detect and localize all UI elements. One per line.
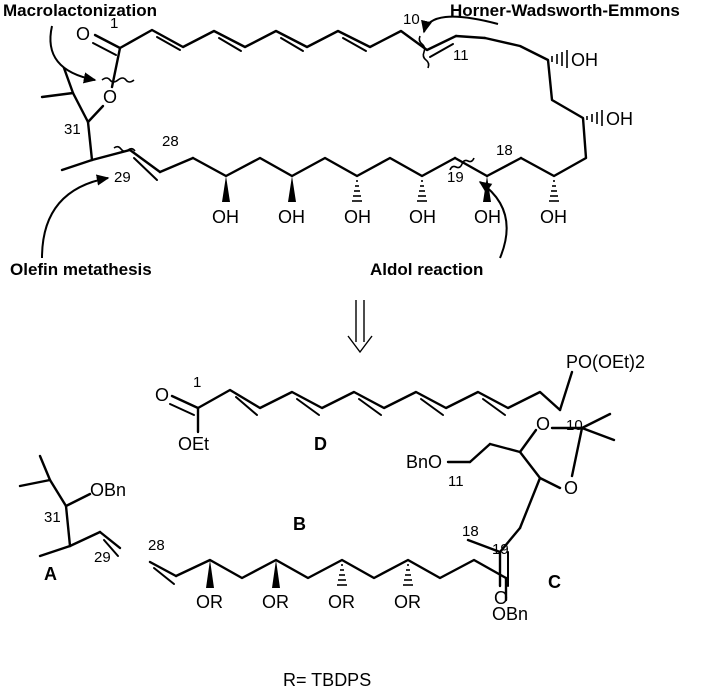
label-olefin-metathesis: Olefin metathesis — [10, 260, 152, 279]
fragment-d-label: D — [314, 434, 327, 454]
locant-c10: 10 — [403, 11, 420, 28]
b-or-c23: OR — [328, 592, 355, 612]
label-macrolactonization: Macrolactonization — [3, 1, 157, 20]
oh-c13: OH — [571, 50, 598, 70]
polyene-double-bonds — [156, 36, 454, 58]
locant-c19: 19 — [447, 169, 464, 186]
c-ring-oxygen-2: O — [564, 478, 578, 498]
isopropyl-group — [40, 91, 90, 124]
macrocycle-structure: O O — [40, 11, 633, 227]
b-locant-c19: 19 — [492, 541, 509, 558]
b-benzyloxy: OBn — [492, 604, 528, 624]
fragment-b-label: B — [293, 514, 306, 534]
carbonyl-bond — [93, 33, 122, 50]
label-hwe: Horner-Wadsworth-Emmons — [450, 1, 680, 20]
d-carbonyl-oxygen: O — [155, 385, 169, 405]
fragment-d: O OEt PO(OEt)2 1 10 D — [155, 352, 645, 454]
arrow-hwe — [421, 15, 499, 34]
c-locant-c11: 11 — [448, 473, 464, 490]
ester-oxygen: O — [103, 87, 117, 107]
c-benzyloxy: BnO — [406, 452, 442, 472]
fragment-a: OBn 31 29 A — [18, 454, 126, 584]
locant-c1: 1 — [110, 15, 118, 32]
d-phosphonate: PO(OEt)2 — [566, 352, 645, 372]
protecting-group-note: R= TBDPS — [283, 670, 371, 690]
oh-c17: OH — [540, 207, 567, 227]
reaction-annotations: Macrolactonization Horner-Wadsworth-Emmo… — [3, 1, 680, 279]
locant-c18: 18 — [496, 142, 513, 159]
b-or-c25: OR — [262, 592, 289, 612]
oh-c27: OH — [212, 207, 239, 227]
a-locant-c31: 31 — [44, 509, 61, 526]
locant-c29: 29 — [114, 169, 131, 186]
oh-c25: OH — [278, 207, 305, 227]
arrow-macrolactonization — [49, 25, 97, 84]
c1-oxygen-bond — [110, 46, 122, 89]
a-locant-c29: 29 — [94, 549, 111, 566]
b-locant-c28: 28 — [148, 537, 165, 554]
d-ester: OEt — [178, 434, 209, 454]
disconnection-marks — [101, 35, 475, 171]
fragment-c-label: C — [548, 572, 561, 592]
right-hydroxyls: OH OH — [551, 50, 633, 129]
carbonyl-oxygen: O — [76, 24, 90, 44]
c-ring-oxygen-1: O — [536, 414, 550, 434]
c-ketone-oxygen: O — [494, 588, 508, 608]
d-locant-c10: 10 — [566, 417, 583, 434]
arrow-metathesis — [41, 174, 110, 259]
b-or-c21: OR — [394, 592, 421, 612]
polyene-top-chain — [118, 28, 458, 52]
c-locant-c18: 18 — [462, 523, 479, 540]
a-benzyloxy: OBn — [90, 480, 126, 500]
arrow-aldol — [478, 181, 508, 259]
polyol-bottom-chain — [191, 156, 457, 178]
bottom-hydroxyls: OH OH OH OH OH OH — [212, 176, 567, 227]
locant-c28: 28 — [162, 133, 179, 150]
oh-c19: OH — [474, 207, 501, 227]
b-or-c27: OR — [196, 592, 223, 612]
oh-c21: OH — [409, 207, 436, 227]
right-side-chain — [483, 36, 588, 178]
locant-c31: 31 — [64, 121, 81, 138]
retrosynthetic-arrow — [347, 300, 373, 354]
fragment-b: OR OR OR OR OBn 28 19 B — [148, 514, 528, 624]
fragment-a-label: A — [44, 564, 57, 584]
fragment-c: BnO O O O 11 18 C — [406, 412, 616, 608]
d-locant-c1: 1 — [193, 374, 201, 391]
oh-c15: OH — [606, 109, 633, 129]
label-aldol: Aldol reaction — [370, 260, 483, 279]
c30-methyl — [60, 158, 94, 172]
oh-c23: OH — [344, 207, 371, 227]
locant-c11: 11 — [453, 47, 469, 64]
